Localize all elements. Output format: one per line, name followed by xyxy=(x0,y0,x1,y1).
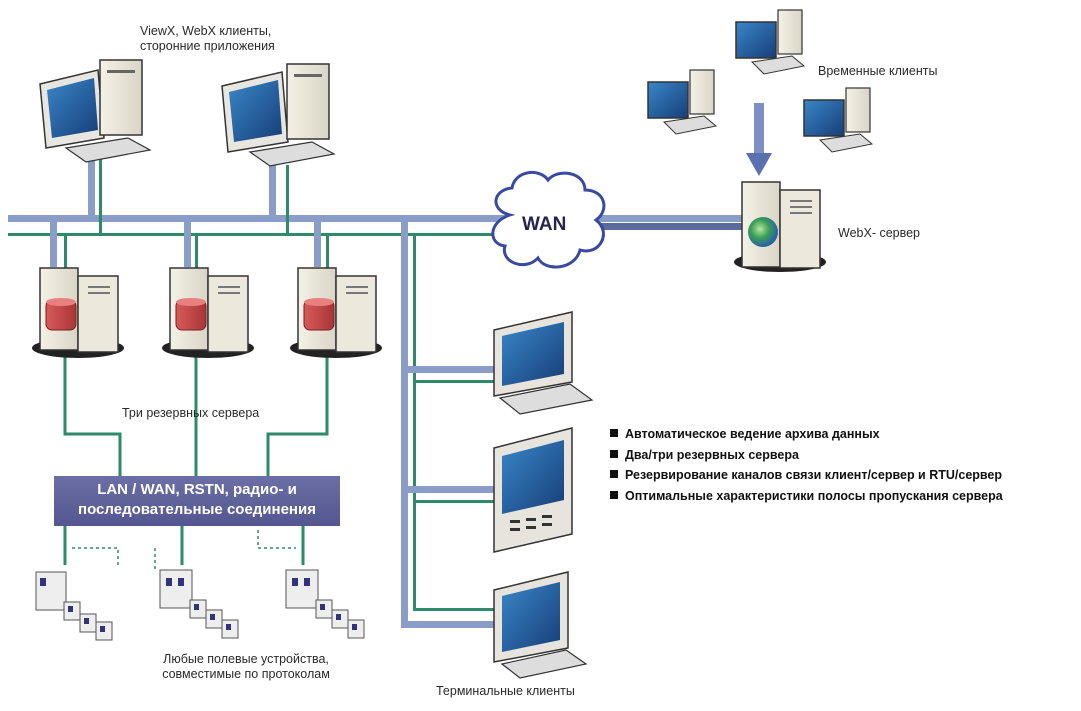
wan-cloud xyxy=(491,171,606,269)
field-devices-2 xyxy=(159,569,239,639)
temp-client-2 xyxy=(735,9,806,75)
temp-clients-label: Временные клиенты xyxy=(818,64,938,78)
workstation-links xyxy=(88,158,289,236)
lan-to-devices-lines xyxy=(63,526,305,570)
webx-server-label: WebX- сервер xyxy=(838,226,921,240)
feature-item: Автоматическое ведение архива данных xyxy=(610,424,1003,445)
workstation-2 xyxy=(221,63,336,167)
main-bus xyxy=(8,215,743,236)
terminal-client-3 xyxy=(493,571,588,679)
view-clients-label: ViewX, WebX клиенты, сторонние приложени… xyxy=(140,24,275,54)
webx-server xyxy=(734,181,826,272)
field-devices-label: Любые полевые устройства, совместимые по… xyxy=(136,652,356,682)
bullet-square-icon xyxy=(610,470,618,478)
terminal-client-1 xyxy=(493,311,594,415)
bullet-square-icon xyxy=(610,429,618,437)
terminal-clients-label: Терминальные клиенты xyxy=(436,684,575,698)
field-devices-line-2: совместимые по протоколам xyxy=(162,667,330,681)
lan-connections-box: LAN / WAN, RSTN, радио- и последовательн… xyxy=(54,476,340,526)
terminal-bus xyxy=(401,222,501,628)
redundant-servers-label: Три резервных сервера xyxy=(122,406,260,420)
feature-list: Автоматическое ведение архива данных Два… xyxy=(610,424,1003,506)
feature-item: Резервирование каналов связи клиент/серв… xyxy=(610,465,1003,486)
server-3 xyxy=(290,267,382,358)
lan-box-line-1: LAN / WAN, RSTN, радио- и xyxy=(97,481,297,498)
temp-client-3 xyxy=(803,87,874,153)
view-clients-line-1: ViewX, WebX клиенты, xyxy=(140,24,272,38)
wan-link xyxy=(600,223,745,230)
lan-box-line-2: последовательные соединения xyxy=(78,501,316,518)
feature-text: Оптимальные характеристики полосы пропус… xyxy=(625,488,1003,503)
wan-label: WAN xyxy=(522,214,567,235)
server-to-lan-lines xyxy=(63,355,329,476)
terminal-client-2 xyxy=(493,427,573,553)
server-2 xyxy=(162,267,254,358)
bullet-square-icon xyxy=(610,449,618,458)
down-arrow xyxy=(746,103,772,176)
field-devices-1 xyxy=(35,571,113,641)
feature-text: Автоматическое ведение архива данных xyxy=(625,427,880,441)
feature-text: Резервирование каналов связи клиент/серв… xyxy=(625,468,1003,482)
field-devices-line-1: Любые полевые устройства, xyxy=(163,652,329,666)
server-links xyxy=(50,222,329,268)
feature-item: Оптимальные характеристики полосы пропус… xyxy=(610,486,1003,507)
feature-item: Два/три резервных сервера xyxy=(610,445,1003,466)
server-1 xyxy=(32,267,124,358)
workstation-1 xyxy=(39,59,152,163)
field-devices-3 xyxy=(285,569,365,639)
temp-client-1 xyxy=(647,69,718,135)
bullet-square-icon xyxy=(610,490,618,499)
feature-text: Два/три резервных сервера xyxy=(625,447,799,462)
view-clients-line-2: сторонние приложения xyxy=(140,39,275,53)
